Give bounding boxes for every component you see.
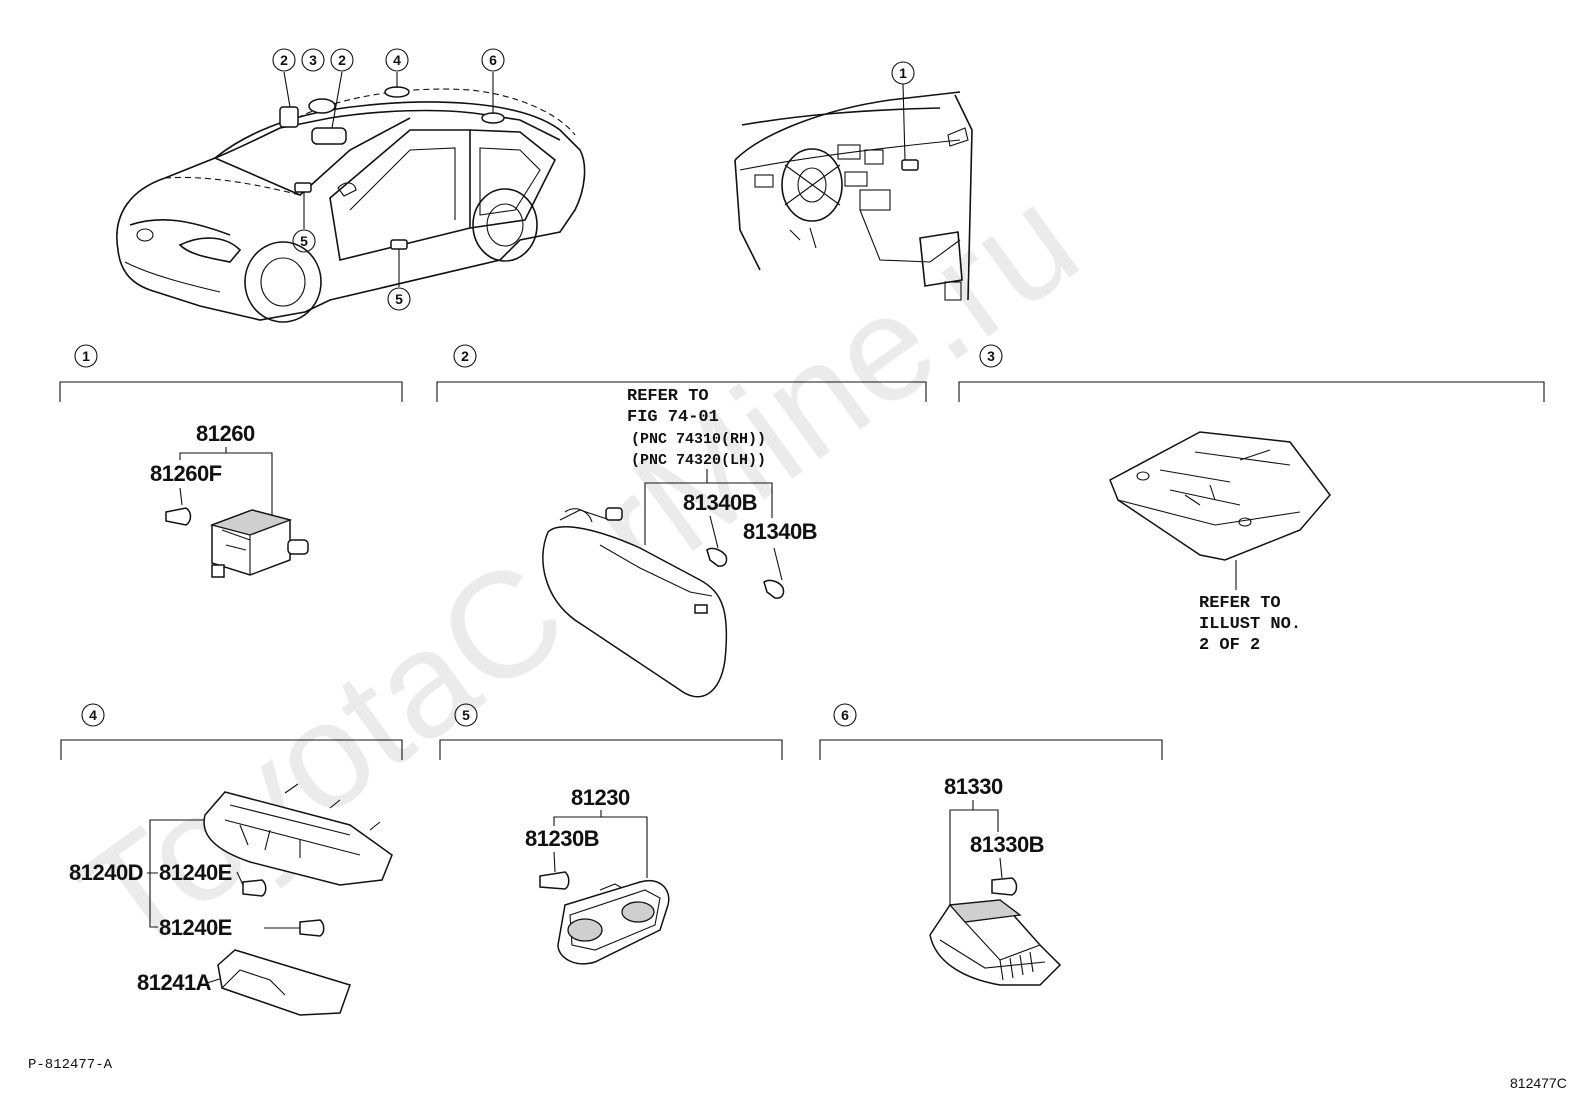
part-81240E-a: 81240E bbox=[159, 860, 232, 885]
svg-text:6: 6 bbox=[489, 52, 497, 68]
section-6: 6 81330 81330B bbox=[819, 703, 1163, 986]
location-marker-5a: 5 bbox=[292, 229, 316, 253]
footer-right-code: 812477C bbox=[1510, 1075, 1567, 1091]
part-81240E-b: 81240E bbox=[159, 915, 232, 940]
section-3-note-line-2: ILLUST NO. bbox=[1199, 615, 1301, 634]
part-81330B: 81330B bbox=[970, 832, 1044, 857]
section-1-marker bbox=[74, 344, 98, 368]
svg-text:2: 2 bbox=[280, 52, 288, 68]
bulb-81340B-a-icon bbox=[706, 547, 728, 567]
section-4-number: 4 bbox=[89, 707, 97, 723]
bulb-81340B-b-icon bbox=[763, 579, 785, 599]
map-lamp-81240D-icon bbox=[203, 783, 393, 886]
svg-text:5: 5 bbox=[300, 233, 308, 249]
lamp-81260-icon bbox=[209, 509, 309, 578]
sun-visor-icon bbox=[542, 507, 728, 698]
section-6-bracket bbox=[819, 739, 1163, 760]
location-marker-5b: 5 bbox=[387, 287, 411, 311]
footer-left-code: P-812477-A bbox=[28, 1057, 113, 1073]
svg-text:3: 3 bbox=[309, 52, 317, 68]
section-5: 5 81230 81230B bbox=[439, 703, 783, 965]
section-1-bracket bbox=[59, 381, 403, 402]
section-6-number: 6 bbox=[841, 707, 849, 723]
section-5-marker bbox=[454, 703, 478, 727]
section-4-bracket bbox=[60, 739, 403, 760]
section-3-number: 3 bbox=[987, 348, 995, 364]
section-2-pnc-rh: (PNC 74310(RH)) bbox=[631, 431, 766, 448]
section-2-note-line-1: REFER TO bbox=[627, 387, 709, 406]
console-lamp-icon bbox=[1109, 431, 1331, 561]
bulb-81240E-a-icon bbox=[242, 879, 267, 897]
lens-81241A-icon bbox=[217, 949, 351, 1016]
section-4-marker bbox=[81, 703, 105, 727]
section-3-note-line-3: 2 OF 2 bbox=[1199, 636, 1260, 655]
bulb-81230B-icon bbox=[539, 871, 570, 890]
section-5-number: 5 bbox=[462, 707, 470, 723]
trunk-lamp-81330-icon bbox=[929, 899, 1062, 986]
location-marker-3: 3 bbox=[301, 48, 325, 72]
part-81340B-a: 81340B bbox=[683, 490, 757, 515]
section-3-note-line-1: REFER TO bbox=[1199, 594, 1281, 613]
location-marker-2b: 2 bbox=[330, 48, 354, 72]
part-81230: 81230 bbox=[571, 785, 630, 810]
part-81230B: 81230B bbox=[525, 826, 599, 851]
part-81240D: 81240D bbox=[69, 860, 143, 885]
location-marker-2a: 2 bbox=[272, 48, 296, 72]
svg-text:2: 2 bbox=[338, 52, 346, 68]
section-3-bracket bbox=[958, 381, 1545, 402]
part-81260F: 81260F bbox=[150, 461, 222, 486]
section-2: 2 REFER TO FIG 74-01 (PNC 74310(RH)) (PN… bbox=[436, 344, 927, 698]
section-6-marker bbox=[833, 703, 857, 727]
location-marker-6: 6 bbox=[481, 48, 505, 72]
section-2-pnc-lh: (PNC 74320(LH)) bbox=[631, 452, 766, 469]
svg-text:5: 5 bbox=[395, 291, 403, 307]
courtesy-lamp-81230-icon bbox=[557, 879, 670, 965]
section-1-number: 1 bbox=[82, 348, 90, 364]
part-81330: 81330 bbox=[944, 774, 1003, 799]
part-81260: 81260 bbox=[196, 421, 255, 446]
section-2-note-line-2: FIG 74-01 bbox=[627, 408, 719, 427]
section-4: 4 81240D 81240E 81240E 81241A bbox=[60, 703, 403, 1016]
location-marker-1: 1 bbox=[891, 61, 915, 85]
svg-text:4: 4 bbox=[393, 52, 401, 68]
section-2-bracket bbox=[436, 381, 927, 402]
section-3-marker bbox=[979, 344, 1003, 368]
section-5-bracket bbox=[439, 739, 783, 760]
section-1: 1 81260 81260F bbox=[59, 344, 403, 578]
dashboard-illustration bbox=[734, 83, 973, 301]
bulb-81260F-icon bbox=[165, 507, 192, 526]
bulb-81240E-b-icon bbox=[299, 919, 325, 937]
bulb-81330B-icon bbox=[991, 877, 1018, 896]
section-3: 3 REFER TO ILLUST NO. 2 OF 2 bbox=[958, 344, 1545, 655]
section-2-marker bbox=[453, 344, 477, 368]
car-illustration bbox=[116, 71, 586, 323]
location-marker-4: 4 bbox=[385, 48, 409, 72]
part-81241A: 81241A bbox=[137, 970, 212, 995]
part-81340B-b: 81340B bbox=[743, 519, 817, 544]
section-2-number: 2 bbox=[461, 348, 469, 364]
svg-text:1: 1 bbox=[899, 65, 907, 81]
